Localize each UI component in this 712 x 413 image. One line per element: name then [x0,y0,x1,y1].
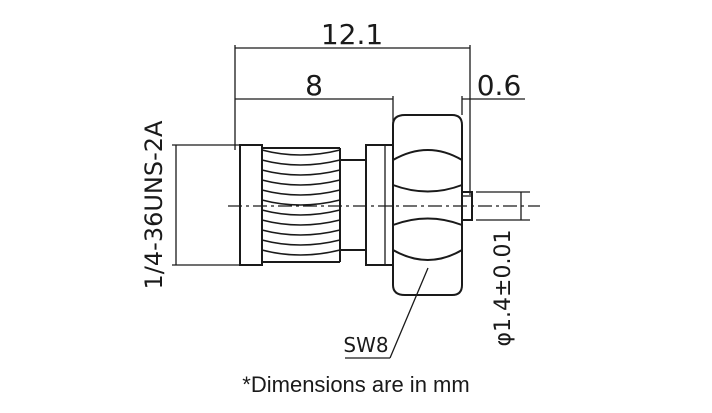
dim-label-12-1: 12.1 [321,18,383,51]
dim-body-length: 8 [235,69,394,148]
dim-overall-length: 12.1 [234,18,471,195]
dim-label-pin-diameter: φ1.4±0.01 [491,230,516,347]
dim-pin-diameter: φ1.4±0.01 [476,191,530,347]
dim-pin-protrusion: 0.6 [461,69,525,115]
dim-thread-spec: 1/4-36UNS-2A [140,120,240,290]
dim-label-thread-spec: 1/4-36UNS-2A [140,120,168,290]
thread-lines [261,149,341,256]
dim-wrench-size: SW8 [343,267,429,359]
units-note: *Dimensions are in mm [242,372,470,397]
dim-label-8: 8 [305,69,323,102]
connector-outline [239,114,473,296]
dim-label-0-6: 0.6 [477,69,522,102]
dim-label-sw8: SW8 [343,333,388,357]
